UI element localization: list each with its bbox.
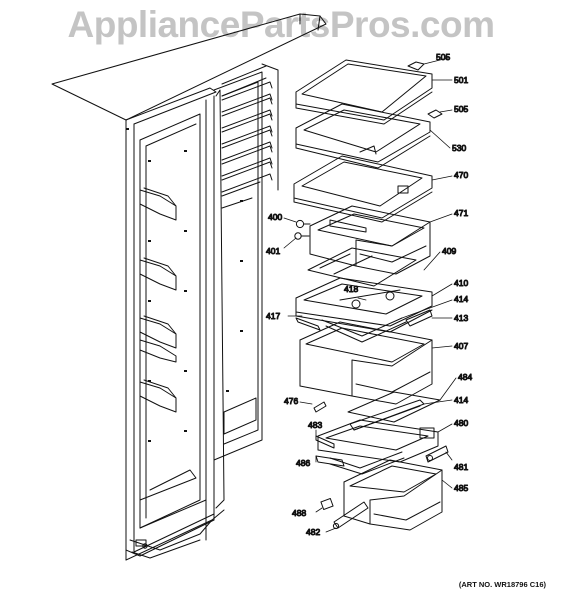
callout-483: 483 <box>308 420 322 430</box>
part-484-cover <box>347 391 441 423</box>
shelf-ladder <box>221 63 279 209</box>
callout-481: 481 <box>454 462 468 472</box>
part-505-clip <box>407 61 443 119</box>
part-501-glass-shelf <box>295 59 433 125</box>
callout-407: 407 <box>454 341 468 351</box>
callout-401: 401 <box>266 246 280 256</box>
part-471-crisper-drawer <box>309 205 431 275</box>
callout-530: 530 <box>452 143 466 153</box>
refrigerator-cabinet <box>51 13 327 561</box>
callout-471: 471 <box>454 208 468 218</box>
callout-505: 505 <box>436 52 450 62</box>
leader-lines <box>283 57 457 533</box>
callout-418: 418 <box>344 284 358 294</box>
part-410-pan-cover <box>295 277 433 333</box>
part-418-control <box>339 289 401 309</box>
part-414-rail <box>321 317 407 343</box>
part-486-rod <box>315 455 345 467</box>
callout-470: 470 <box>454 170 468 180</box>
callout-484: 484 <box>458 372 472 382</box>
callout-labels: 505 501 505 530 470 400 471 401 409 410 … <box>266 52 473 538</box>
part-482-roller <box>332 501 369 530</box>
part-488-cap <box>320 498 334 510</box>
part-530-shelf-frame <box>295 103 431 169</box>
part-413-slide <box>405 309 433 327</box>
watermark-logo: AppliancePartsPros.com <box>67 4 495 45</box>
part-485-bottom-drawer <box>343 459 443 531</box>
part-480-frame <box>317 419 439 475</box>
part-407-drawer <box>299 321 433 405</box>
part-401-screw <box>294 232 310 240</box>
door-bins <box>139 187 177 413</box>
callout-410: 410 <box>454 278 468 288</box>
callout-417: 417 <box>266 311 280 321</box>
callout-486: 486 <box>296 458 310 468</box>
callout-400: 400 <box>268 212 282 222</box>
art-number-note: (ART NO. WR18796 C16) <box>458 580 546 589</box>
callout-413: 413 <box>454 313 468 323</box>
callout-409: 409 <box>442 246 456 256</box>
callout-505: 505 <box>454 104 468 114</box>
callout-482: 482 <box>306 527 320 537</box>
callout-501: 501 <box>454 75 468 85</box>
callout-414: 414 <box>454 294 468 304</box>
callout-488: 488 <box>292 508 306 518</box>
part-470-cover-frame <box>293 155 433 223</box>
callout-414: 414 <box>454 395 468 405</box>
part-483-rod <box>315 435 335 449</box>
part-417-rod <box>295 317 321 331</box>
part-409-glass-pane <box>307 247 417 287</box>
part-400-knob <box>295 219 311 229</box>
callout-485: 485 <box>454 483 468 493</box>
callout-480: 480 <box>454 418 468 428</box>
part-476-pin <box>313 401 327 413</box>
part-481-slide <box>425 445 449 463</box>
callout-476: 476 <box>284 396 298 406</box>
